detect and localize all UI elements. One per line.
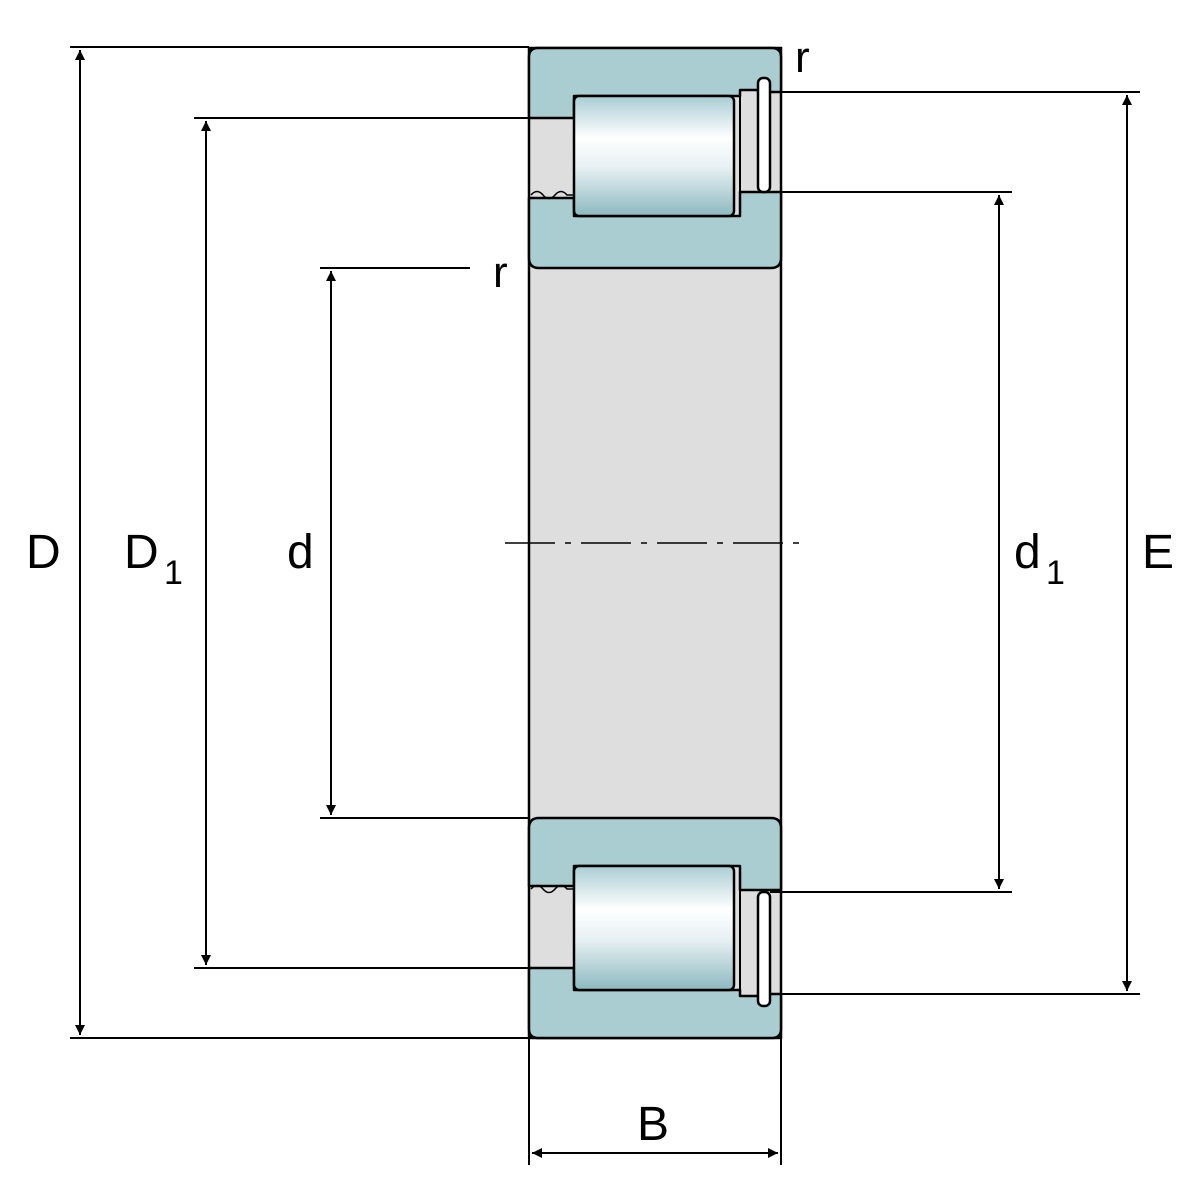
bearing-cross-section [505,46,808,1040]
label-r-inner: r [493,248,508,297]
label-D1: D [124,526,159,579]
label-D1-subscript: 1 [164,554,183,592]
label-E: E [1142,526,1174,579]
inner-ring-bottom [527,816,783,892]
extension-lines [70,46,1140,1165]
top-section [527,46,783,270]
outer-ring-top [527,46,783,120]
roller-top [572,94,736,218]
label-d: d [287,526,314,579]
break-line-top [530,190,574,200]
label-r-top: r [795,33,810,82]
label-d1-subscript: 1 [1046,554,1065,592]
snap-ring-bottom [756,890,772,1008]
label-D: D [26,526,61,579]
label-d1: d [1014,526,1041,579]
snap-ring-top [756,76,772,194]
label-B: B [637,1098,669,1151]
dimension-labels: D D 1 d d 1 E B r r [26,33,1174,1151]
roller-bottom [572,864,736,992]
break-line-bottom [530,884,574,894]
dimension-lines [75,50,1132,1158]
bottom-section [527,816,783,1040]
